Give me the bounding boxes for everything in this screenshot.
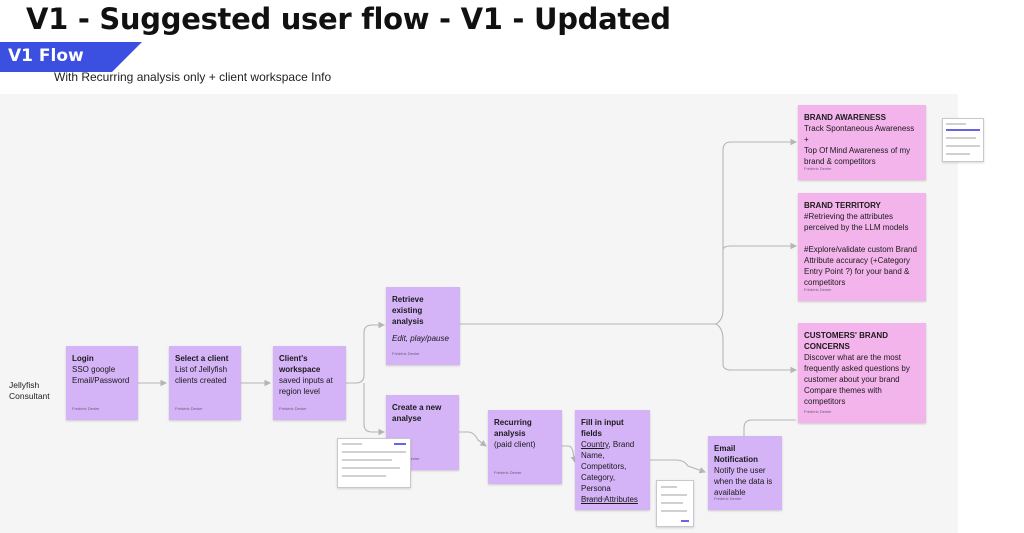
flow-tag-label: V1 Flow — [8, 46, 84, 66]
sticky-brand-territory[interactable]: BRAND TERRITORY #Retrieving the attribut… — [798, 193, 926, 301]
thumb-line — [342, 475, 386, 477]
thumb-line — [394, 443, 406, 445]
brand-awareness-screenshot-thumbnail[interactable] — [942, 118, 984, 162]
thumb-line — [661, 494, 687, 496]
sticky-recurring-analysis[interactable]: Recurring analysis (paid client) Frédéri… — [488, 410, 562, 484]
edge-hub-territory — [722, 242, 798, 251]
sticky-select-client[interactable]: Select a client List of Jellyfish client… — [169, 346, 241, 420]
sticky-title: CUSTOMERS' BRAND CONCERNS — [804, 331, 888, 351]
sticky-author: Frédéric Denier — [804, 166, 832, 171]
sticky-title: Recurring analysis — [494, 418, 532, 438]
thumb-line — [946, 129, 980, 131]
sticky-title: Select a client — [175, 354, 229, 363]
sticky-author: Frédéric Denier — [714, 496, 742, 501]
sticky-author: Frédéric Denier — [581, 496, 609, 501]
field-link-brand-attributes[interactable]: Brand Attributes — [581, 495, 638, 504]
sticky-title: BRAND AWARENESS — [804, 113, 886, 122]
sticky-body: (paid client) — [494, 440, 536, 449]
sticky-body: Notify the user when the data is availab… — [714, 466, 773, 497]
thumb-line — [661, 510, 687, 512]
edge-workspace-retrieve — [346, 321, 386, 384]
thumb-line — [661, 502, 683, 504]
sticky-title: Email Notification — [714, 444, 758, 464]
thumb-line — [342, 467, 400, 469]
field-link-country[interactable]: Country — [581, 440, 609, 449]
thumb-line — [661, 486, 677, 488]
sticky-title: Fill in input fields — [581, 418, 624, 438]
sticky-brand-awareness[interactable]: BRAND AWARENESS Track Spontaneous Awaren… — [798, 105, 926, 180]
sticky-login[interactable]: Login SSO google Email/Password Frédéric… — [66, 346, 138, 420]
sticky-body: Track Spontaneous Awareness + Top Of Min… — [804, 124, 915, 166]
sticky-author: Frédéric Denier — [72, 406, 100, 411]
sticky-author: Frédéric Denier — [804, 287, 832, 292]
sticky-author: Frédéric Denier — [804, 409, 832, 414]
sticky-title: BRAND TERRITORY — [804, 201, 881, 210]
sticky-body: Edit, play/pause — [392, 334, 449, 343]
actor-label: Jellyfish Consultant — [9, 380, 50, 402]
sticky-fill-input-fields[interactable]: Fill in input fields Country, Brand Name… — [575, 410, 650, 510]
sticky-customers-brand-concerns[interactable]: CUSTOMERS' BRAND CONCERNS Discover what … — [798, 323, 926, 423]
sticky-body: List of Jellyfish clients created — [175, 365, 228, 385]
thumb-line — [946, 145, 980, 147]
sticky-body: SSO google Email/Password — [72, 365, 130, 385]
thumb-line — [342, 459, 392, 461]
sticky-title: Create a new analyse — [392, 403, 442, 423]
flow-tag-shape — [0, 42, 142, 72]
edge-create-recurring — [459, 431, 487, 447]
edge-workspace-create — [363, 383, 386, 436]
edge-email-concerns — [743, 419, 796, 436]
input-form-screenshot-thumbnail[interactable] — [656, 480, 694, 527]
create-analyse-screenshot-thumbnail[interactable] — [337, 438, 411, 488]
edge-hub-concerns — [715, 323, 798, 374]
sticky-body: Country, Brand Name, Competitors, Catego… — [581, 439, 644, 494]
sticky-body: saved inputs at region level — [279, 376, 333, 396]
subtitle: With Recurring analysis only + client wo… — [54, 70, 332, 84]
page-title: V1 - Suggested user flow - V1 - Updated — [26, 2, 671, 36]
thumb-line — [946, 123, 966, 125]
thumb-line — [946, 153, 970, 155]
edge-recurring-fill — [562, 445, 578, 464]
thumb-line — [946, 137, 976, 139]
sticky-body: #Retrieving the attributes perceived by … — [804, 212, 917, 287]
sticky-body: Discover what are the most frequently as… — [804, 353, 910, 406]
sticky-title: Retrieve existing analysis — [392, 295, 424, 326]
sticky-author: Frédéric Denier — [175, 406, 203, 411]
edge-hub-awareness — [715, 138, 798, 325]
sticky-title: Client's workspace — [279, 354, 321, 374]
actor-text: Jellyfish Consultant — [9, 380, 50, 401]
sticky-author: Frédéric Denier — [392, 351, 420, 356]
sticky-author: Frédéric Denier — [494, 470, 522, 475]
field-list: , Brand Name, Competitors, Category, Per… — [581, 440, 635, 493]
edge-fill-email — [650, 459, 707, 474]
sticky-author: Frédéric Denier — [279, 406, 307, 411]
sticky-email-notification[interactable]: Email Notification Notify the user when … — [708, 436, 782, 510]
sticky-retrieve-analysis[interactable]: Retrieve existing analysis Edit, play/pa… — [386, 287, 460, 365]
flow-tag: V1 Flow — [0, 42, 142, 72]
sticky-client-workspace[interactable]: Client's workspace saved inputs at regio… — [273, 346, 346, 420]
thumb-line — [342, 451, 406, 453]
thumb-button — [681, 520, 689, 522]
sticky-title: Login — [72, 354, 94, 363]
thumb-line — [342, 443, 362, 445]
